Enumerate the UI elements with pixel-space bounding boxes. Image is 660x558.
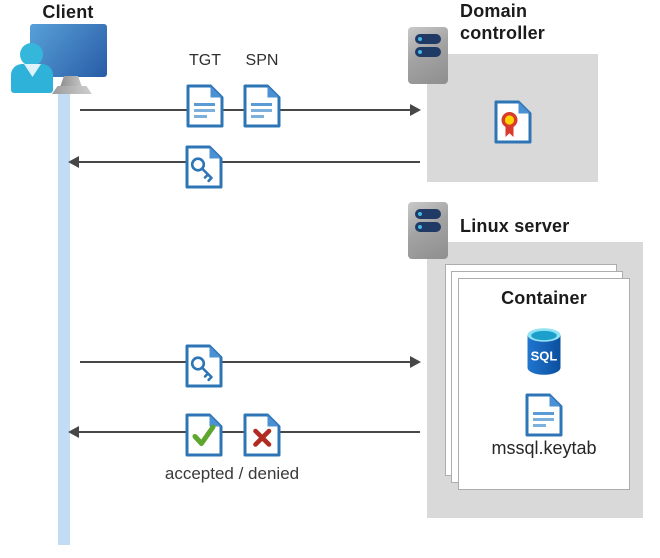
server-drive-icon — [415, 47, 441, 57]
container-card — [458, 278, 630, 490]
spn-label: SPN — [245, 52, 279, 69]
monitor-base-icon — [52, 86, 92, 94]
arrow-client-to-server — [80, 361, 410, 363]
sql-logo-text: SQL — [531, 349, 558, 364]
arrowhead-left-icon — [68, 426, 79, 438]
monitor-stand-icon — [60, 76, 82, 87]
domain-controller-server-icon — [408, 27, 448, 84]
container-title: Container — [501, 288, 587, 308]
key-document-icon — [185, 145, 223, 189]
client-lifeline — [58, 90, 70, 545]
arrowhead-right-icon — [410, 104, 421, 116]
linux-server-icon — [408, 202, 448, 259]
certificate-icon — [494, 100, 532, 144]
spn-document-icon — [243, 84, 281, 128]
sql-database-icon: SQL — [527, 328, 561, 375]
accepted-document-icon — [185, 413, 223, 457]
key-document-icon — [185, 344, 223, 388]
result-label: accepted / denied — [164, 464, 300, 483]
denied-document-icon — [243, 413, 281, 457]
keytab-file-label: mssql.keytab — [491, 438, 597, 458]
tgt-label: TGT — [189, 52, 221, 69]
keytab-document-icon — [525, 393, 563, 437]
tgt-document-icon — [186, 84, 224, 128]
server-drive-icon — [415, 34, 441, 44]
arrow-dc-to-client — [79, 161, 420, 163]
domain-controller-title: Domain controller — [460, 1, 546, 43]
server-drive-icon — [415, 222, 441, 232]
arrowhead-left-icon — [68, 156, 79, 168]
person-icon — [20, 43, 43, 66]
arrowhead-right-icon — [410, 356, 421, 368]
linux-server-title: Linux server — [460, 216, 570, 236]
client-title: Client — [42, 2, 94, 22]
server-drive-icon — [415, 209, 441, 219]
